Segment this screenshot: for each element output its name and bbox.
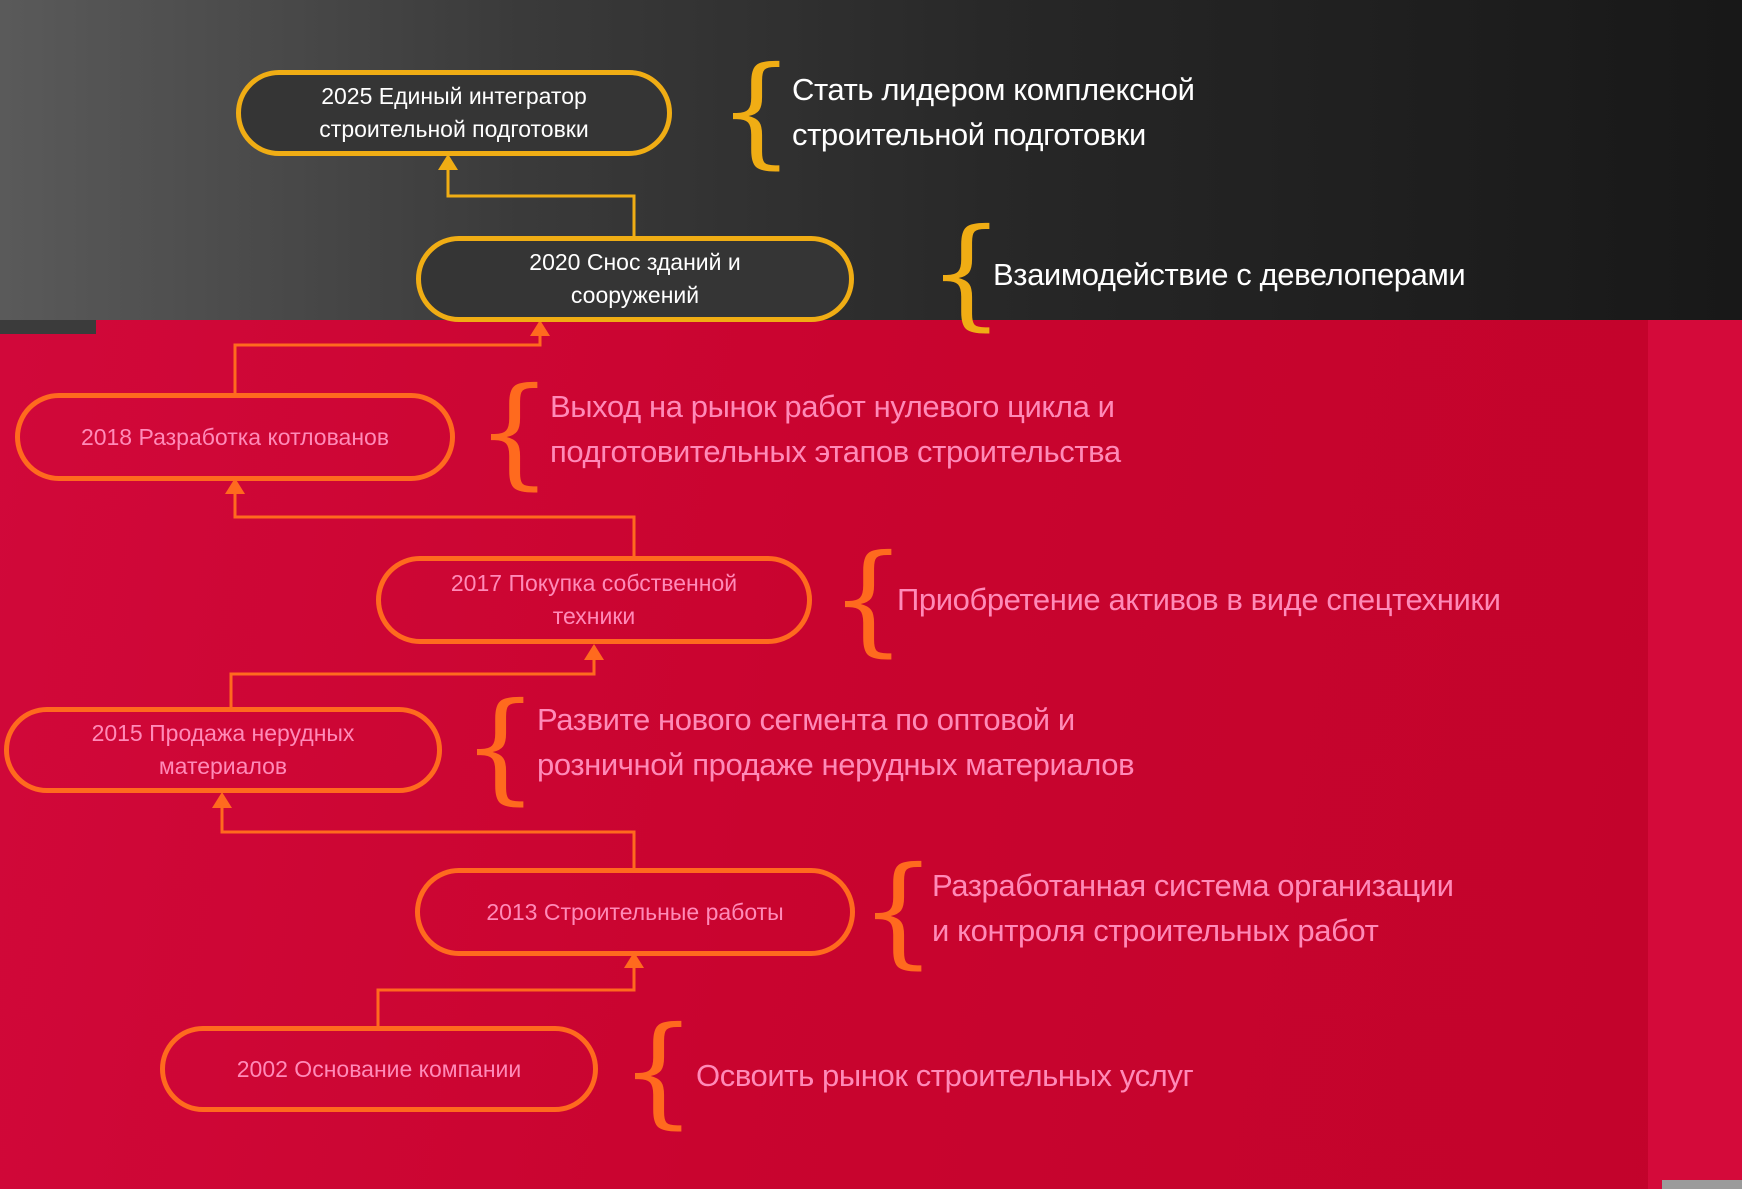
brace-2025: { bbox=[718, 42, 795, 181]
brace-2020: { bbox=[928, 204, 1005, 343]
milestone-2015: 2015 Продажа нерудных материалов bbox=[4, 707, 442, 793]
description-2013: Разработанная система организации и конт… bbox=[932, 863, 1454, 953]
connector-2002-to-2013 bbox=[376, 958, 636, 1028]
dark-background-corner bbox=[0, 320, 96, 334]
connector-2013-to-2015 bbox=[220, 800, 636, 870]
brace-2002: { bbox=[620, 1002, 697, 1141]
connector-2020-to-2025 bbox=[446, 162, 636, 238]
milestone-2020-label-line1: 2020 Снос зданий и bbox=[529, 249, 741, 275]
description-2015: Развите нового сегмента по оптовой и роз… bbox=[537, 697, 1135, 787]
red-background-strip bbox=[1648, 320, 1742, 1189]
milestone-2025: 2025 Единый интегратор строительной подг… bbox=[236, 70, 672, 156]
milestone-2017: 2017 Покупка собственной техники bbox=[376, 556, 812, 644]
milestone-2020: 2020 Снос зданий и сооружений bbox=[416, 236, 854, 322]
milestone-2018: 2018 Разработка котлованов bbox=[15, 393, 455, 481]
description-2002-line1: Освоить рынок строительных услуг bbox=[696, 1058, 1194, 1093]
arrowhead-2020 bbox=[530, 320, 550, 336]
description-2018: Выход на рынок работ нулевого цикла и по… bbox=[550, 384, 1121, 474]
description-2020-line1: Взаимодействие с девелоперами bbox=[993, 257, 1466, 292]
milestone-2002-label-line1: 2002 Основание компании bbox=[236, 1055, 522, 1082]
description-2015-line2: розничной продаже нерудных материалов bbox=[537, 747, 1135, 782]
description-2017-line1: Приобретение активов в виде спецтехники bbox=[897, 582, 1501, 617]
milestone-2025-label-line1: 2025 Единый интегратор bbox=[321, 83, 587, 109]
milestone-2020-label-line2: сооружений bbox=[570, 282, 700, 308]
brace-2018: { bbox=[476, 363, 553, 502]
description-2017: Приобретение активов в виде спецтехники bbox=[897, 577, 1501, 622]
arrowhead-2018 bbox=[225, 478, 245, 494]
description-2018-line1: Выход на рынок работ нулевого цикла и bbox=[550, 389, 1115, 424]
connector-2017-to-2018 bbox=[233, 484, 636, 558]
arrowhead-2015 bbox=[212, 792, 232, 808]
arrowhead-2025 bbox=[438, 154, 458, 170]
brace-2017: { bbox=[830, 530, 907, 669]
milestone-2018-label-line1: 2018 Разработка котлованов bbox=[80, 423, 390, 450]
description-2013-line2: и контроля строительных работ bbox=[932, 913, 1379, 948]
description-2025-line2: строительной подготовки bbox=[792, 117, 1146, 152]
dark-background bbox=[0, 0, 1742, 320]
brace-2013: { bbox=[860, 842, 937, 981]
gray-background-corner bbox=[1662, 1180, 1742, 1189]
description-2015-line1: Развите нового сегмента по оптовой и bbox=[537, 702, 1075, 737]
arrowhead-2017 bbox=[584, 644, 604, 660]
brace-2015: { bbox=[462, 678, 539, 817]
description-2025: Стать лидером комплексной строительной п… bbox=[792, 67, 1195, 157]
description-2020: Взаимодействие с девелоперами bbox=[993, 252, 1466, 297]
description-2018-line2: подготовительных этапов строительства bbox=[550, 434, 1121, 469]
milestone-2017-label-line2: техники bbox=[552, 603, 636, 629]
milestone-2013: 2013 Строительные работы bbox=[415, 868, 855, 956]
milestone-2017-label-line1: 2017 Покупка собственной bbox=[450, 570, 738, 596]
milestone-2015-label-line1: 2015 Продажа нерудных материалов bbox=[91, 720, 355, 779]
milestone-2013-label-line1: 2013 Строительные работы bbox=[486, 898, 784, 925]
milestone-2002: 2002 Основание компании bbox=[160, 1026, 598, 1112]
description-2025-line1: Стать лидером комплексной bbox=[792, 72, 1195, 107]
red-background bbox=[0, 320, 1742, 1189]
milestone-2025-label-line2: строительной подготовки bbox=[319, 116, 589, 142]
arrowhead-2013 bbox=[624, 952, 644, 968]
description-2002: Освоить рынок строительных услуг bbox=[696, 1053, 1194, 1098]
description-2013-line1: Разработанная система организации bbox=[932, 868, 1454, 903]
